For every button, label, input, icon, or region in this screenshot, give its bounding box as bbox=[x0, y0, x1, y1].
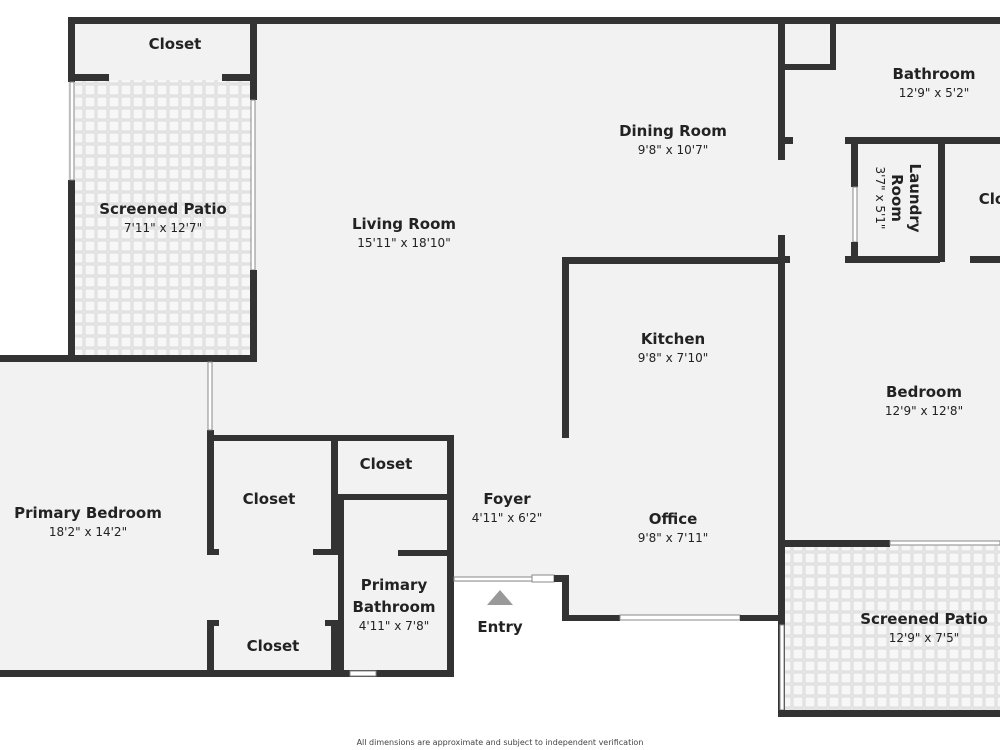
room-closet-bottom: Closet bbox=[247, 637, 300, 655]
dims-primary-bathroom: 4'11" x 7'8" bbox=[359, 619, 430, 633]
room-screened-patio-left: Screened Patio bbox=[99, 200, 227, 218]
entry-label: Entry bbox=[477, 618, 522, 636]
dims-screened-patio-left: 7'11" x 12'7" bbox=[124, 221, 202, 235]
patio-right-floor bbox=[785, 546, 1000, 713]
dims-laundry-room: 3'7" x 5'1" bbox=[873, 167, 887, 230]
room-foyer: Foyer bbox=[483, 490, 531, 508]
dims-foyer: 4'11" x 6'2" bbox=[472, 511, 543, 525]
dims-office: 9'8" x 7'11" bbox=[638, 531, 709, 545]
room-bedroom: Bedroom bbox=[886, 383, 962, 401]
room-bathroom: Bathroom bbox=[892, 65, 975, 83]
room-dining-room: Dining Room bbox=[619, 122, 727, 140]
dims-dining-room: 9'8" x 10'7" bbox=[638, 143, 709, 157]
room-closet-right: Clo bbox=[979, 190, 1000, 208]
dims-bedroom: 12'9" x 12'8" bbox=[885, 404, 963, 418]
walls bbox=[0, 17, 1000, 717]
room-closet-top: Closet bbox=[149, 35, 202, 53]
room-primary-bathroom-line2: Bathroom bbox=[352, 598, 435, 616]
room-primary-bedroom: Primary Bedroom bbox=[14, 504, 162, 522]
entry-arrow-icon bbox=[487, 590, 513, 605]
disclaimer: All dimensions are approximate and subje… bbox=[357, 738, 644, 747]
dims-bathroom: 12'9" x 5'2" bbox=[899, 86, 970, 100]
svg-text:Laundry: Laundry bbox=[906, 164, 924, 233]
room-screened-patio-right: Screened Patio bbox=[860, 610, 988, 628]
dims-living-room: 15'11" x 18'10" bbox=[357, 236, 450, 250]
room-primary-bathroom-line1: Primary bbox=[361, 576, 428, 594]
room-laundry-room: Laundry Room 3'7" x 5'1" bbox=[873, 164, 924, 233]
dims-kitchen: 9'8" x 7'10" bbox=[638, 351, 709, 365]
room-office: Office bbox=[649, 510, 698, 528]
room-living-room: Living Room bbox=[352, 215, 456, 233]
patio-left-floor bbox=[75, 80, 253, 358]
room-kitchen: Kitchen bbox=[641, 330, 705, 348]
svg-text:Room: Room bbox=[888, 174, 906, 222]
dims-primary-bedroom: 18'2" x 14'2" bbox=[49, 525, 127, 539]
entry-marker bbox=[487, 590, 513, 605]
dims-screened-patio-right: 12'9" x 7'5" bbox=[889, 631, 960, 645]
room-closet-mid-left: Closet bbox=[243, 490, 296, 508]
room-closet-mid-right: Closet bbox=[360, 455, 413, 473]
